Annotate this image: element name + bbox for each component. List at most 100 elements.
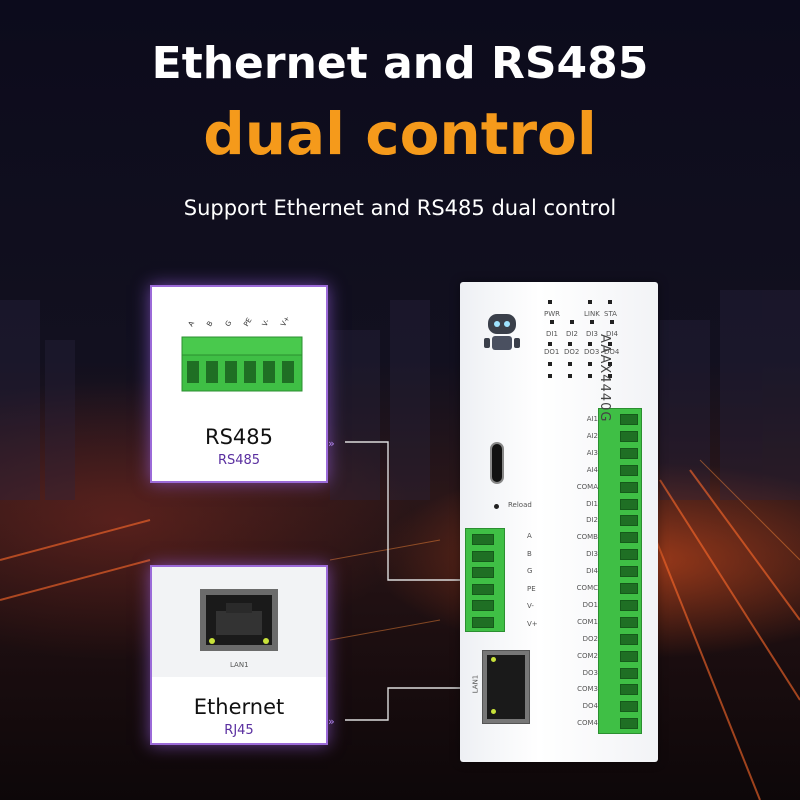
indicator-dot [588,362,592,366]
rs485-terminal-slot [472,550,494,562]
rs485-terminal-slot [244,361,256,383]
di-led-label: DI2 [566,330,578,338]
ethernet-card-subtitle: RJ45 [224,723,254,738]
io-terminal-slot [620,718,638,730]
io-terminal-slot [620,481,638,493]
rs485-card-subtitle: RS485 [217,453,261,468]
indicator-dot [568,362,572,366]
indicator-dot [548,362,552,366]
io-terminal-label: COMA [576,482,598,491]
rs485-terminal-slot [206,361,218,383]
rs485-terminal-slot [263,361,275,383]
di-led-label: DI1 [546,330,558,338]
io-terminal-label: COM1 [577,617,598,626]
io-terminal-slot [620,515,638,527]
io-terminal-label: DO2 [582,634,598,643]
rs485-terminal-image: A B G PE V- V+ [181,315,303,392]
status-led-indicator [548,300,552,304]
io-terminal-slot [620,616,638,628]
io-terminal-label: COM2 [577,651,598,660]
io-terminal-slot [620,599,638,611]
rs485-terminal-slot [225,361,237,383]
rs485-pin-label: V- [261,318,272,328]
io-terminal-slot [620,414,638,425]
io-terminal-label: DI2 [586,516,598,525]
status-led-label: PWR [544,310,561,318]
rs485-terminal-label: G [527,567,533,575]
io-terminal-slot [620,532,638,544]
di-led-indicator [590,320,594,324]
headline-accent: dual control [203,100,597,168]
io-terminal-slot [620,667,638,679]
ethernet-card-port-label: LAN1 [230,661,249,669]
indicator-dot [608,374,612,378]
do-led-indicator [588,342,592,346]
indicator-dot [608,362,612,366]
io-terminal-label: COMC [576,584,598,592]
io-terminal-label: COM4 [577,719,598,728]
do-led-label: DO1 [544,348,560,356]
rs485-pin-label: PE [242,317,253,328]
rs485-terminal-slot [472,583,494,595]
do-led-label: DO3 [584,348,600,356]
rs485-terminal-slot [187,361,199,383]
do-led-label: DO4 [604,348,620,356]
io-terminal-slot [620,447,638,459]
device-lan-label: LAN1 [471,674,480,694]
rs485-terminal-label: PE [527,584,536,593]
status-led-label: LINK [584,310,600,318]
rs485-terminal-block [465,528,505,632]
robot-logo-icon [484,314,520,350]
io-terminal-slot [620,464,638,476]
io-terminal-label: COMB [576,533,598,542]
rs485-terminal-label: A [527,532,532,540]
indicator-dot [588,374,592,378]
rj45-port-image [152,567,326,677]
io-terminal-label: AI4 [586,465,598,474]
io-terminal-slot [620,633,638,645]
rs485-pin-label: G [224,319,234,328]
do-led-indicator [568,342,572,346]
rs485-terminal-slot [472,600,494,611]
do-led-indicator [548,342,552,346]
io-terminal-slot [620,566,638,578]
indicator-dot [548,374,552,378]
ethernet-card: LAN1 Ethernet RJ45 [150,565,328,745]
indicator-dot [568,374,572,378]
device-model-label: AAAX4440G [597,334,612,423]
io-terminal-label: DI3 [586,550,598,559]
device-rj45-port [482,650,530,724]
svg-text:»: » [328,715,335,728]
io-terminal-label: DO1 [582,600,598,609]
io-terminal-slot [620,430,638,442]
do-led-indicator [608,342,612,346]
rs485-terminal-slot [472,567,494,578]
io-terminal-label: DI1 [586,499,598,508]
io-terminal-label: AI3 [586,448,598,457]
rs485-pin-label: B [205,320,214,328]
status-led-label: STA [604,310,617,318]
headline-subtitle: Support Ethernet and RS485 dual control [183,196,617,220]
di-led-label: DI3 [586,330,598,338]
io-terminal-slot [620,684,638,696]
ethernet-card-title: Ethernet [193,695,285,719]
rs485-pin-label: A [187,320,196,328]
io-terminal-label: DI4 [586,567,598,576]
rs485-terminal-slot [472,534,494,545]
io-terminal-label: AI2 [586,431,598,440]
usb-c-port [490,442,504,484]
status-led-indicator [588,300,592,304]
di-led-indicator [570,320,574,324]
rs485-pin-label: V+ [279,315,291,328]
io-terminal-label: AI1 [586,415,598,423]
status-led-indicator [608,300,612,304]
rs485-terminal-slot [282,361,294,383]
di-led-indicator [610,320,614,324]
io-terminal-label: COM3 [577,685,598,694]
di-led-indicator [550,320,554,324]
io-terminal-label: DO4 [582,702,598,711]
rs485-terminal-label: B [527,549,532,558]
io-terminal-label: DO3 [582,668,598,677]
